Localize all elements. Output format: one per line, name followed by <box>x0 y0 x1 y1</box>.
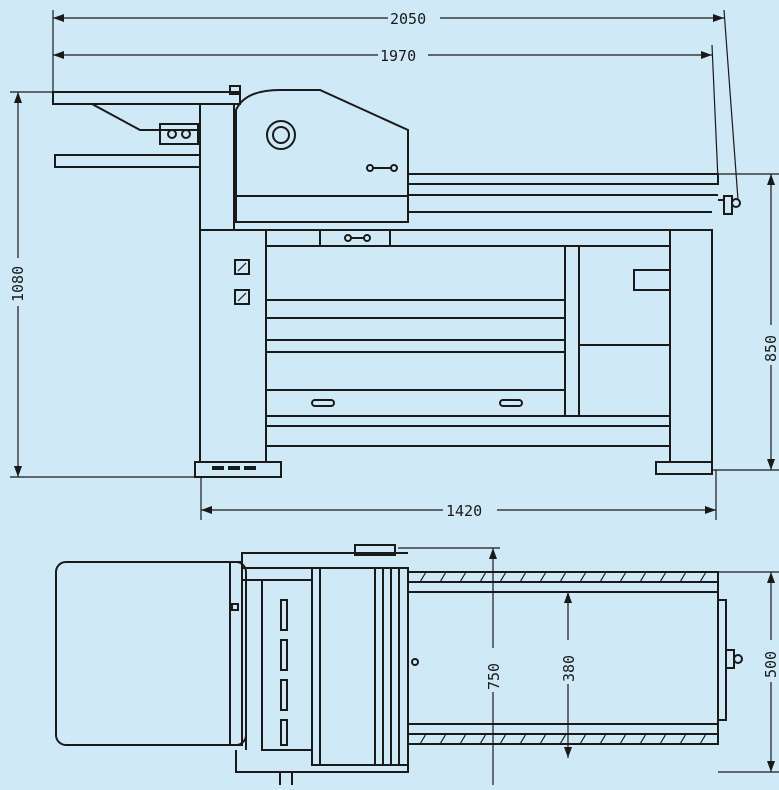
label-2050: 2050 <box>390 10 426 28</box>
side-elevation <box>52 85 741 478</box>
label-1080: 1080 <box>9 266 27 302</box>
dim-width-750: 750 <box>398 547 503 785</box>
label-750: 750 <box>485 663 503 690</box>
dim-overall-length: 2050 <box>52 8 739 201</box>
dim-total-height: 1080 <box>9 91 240 478</box>
label-850: 850 <box>762 335 779 362</box>
label-380: 380 <box>560 655 578 682</box>
plan-view <box>55 544 743 785</box>
dim-width-380: 380 <box>559 592 578 758</box>
label-500: 500 <box>762 651 779 678</box>
dim-base-width: 1420 <box>200 470 717 520</box>
label-1970: 1970 <box>380 47 416 65</box>
label-1420: 1420 <box>446 502 482 520</box>
dim-table-height: 850 <box>712 173 779 471</box>
dim-width-500: 500 <box>718 571 779 773</box>
dim-table-length: 1970 <box>53 44 719 181</box>
